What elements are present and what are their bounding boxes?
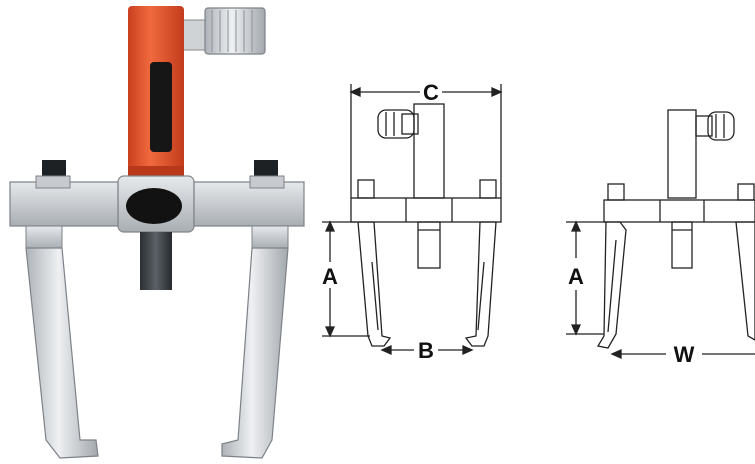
dimension-label-a-first: A bbox=[322, 264, 338, 289]
dimension-drawing-2 bbox=[566, 109, 755, 360]
jaw-left bbox=[25, 225, 99, 459]
puller-photo bbox=[9, 6, 305, 459]
hydraulic-cylinder bbox=[128, 6, 184, 180]
hydraulic-coupler bbox=[172, 7, 266, 55]
dimension-label-b: B bbox=[418, 338, 434, 363]
bolt-right bbox=[249, 160, 285, 189]
center-block bbox=[117, 175, 195, 233]
bolt-left bbox=[35, 160, 71, 189]
jaw-right bbox=[221, 225, 289, 459]
ram-plunger bbox=[140, 232, 172, 290]
dimension-drawing-1 bbox=[322, 84, 503, 356]
dimension-label-a-second: A bbox=[568, 264, 584, 289]
crossbar bbox=[9, 181, 305, 227]
dimension-label-w: W bbox=[674, 342, 695, 367]
dimension-label-c: C bbox=[423, 80, 439, 105]
